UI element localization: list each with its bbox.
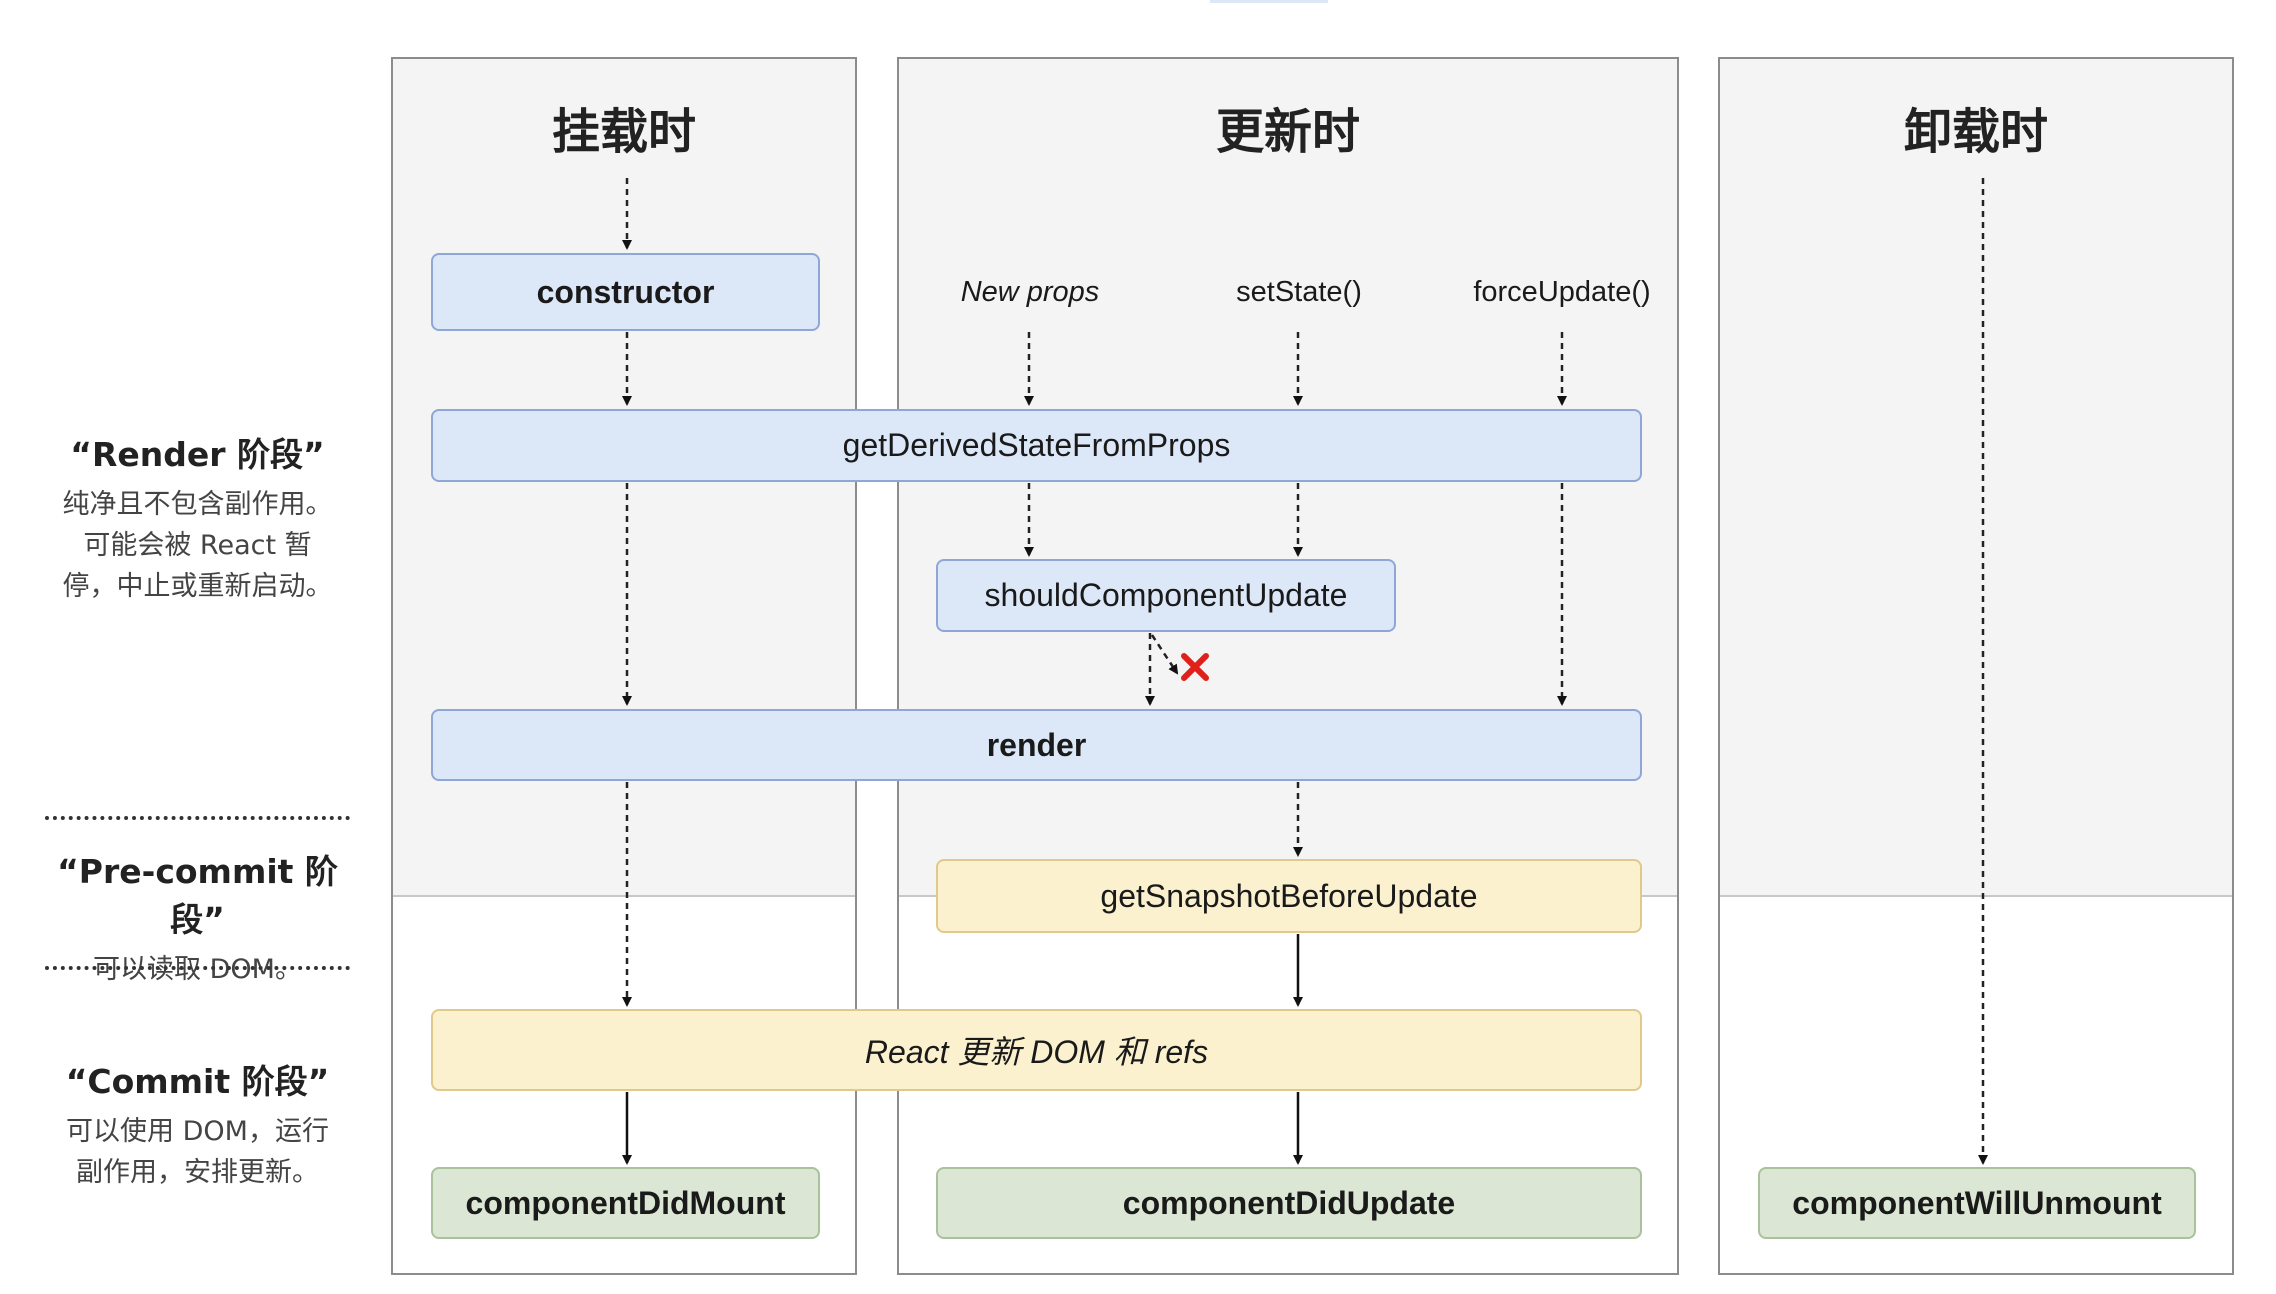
render-area: [1720, 59, 2232, 897]
column-title-mount: 挂载时: [551, 104, 696, 160]
trigger-force-update: forceUpdate(): [1473, 276, 1651, 308]
component-did-mount-box: componentDidMount: [431, 1167, 820, 1239]
trigger-new-props: New props: [960, 276, 1100, 308]
phase-separator: [45, 816, 350, 820]
column-unmount: [1718, 57, 2234, 1275]
render-box: render: [431, 709, 1642, 781]
component-did-update-box: componentDidUpdate: [936, 1167, 1642, 1239]
constructor-box: constructor: [431, 253, 820, 331]
phase-commit-desc-line: 可以使用 DOM，运行: [66, 1116, 329, 1147]
phase-precommit-title: “Pre-commit 阶段”: [57, 852, 338, 939]
phase-render-desc-line: 纯净且不包含副作用。: [62, 489, 333, 520]
phase-commit-desc-line: 副作用，安排更新。: [76, 1157, 319, 1188]
top-edge-fragment: [1210, 0, 1328, 3]
trigger-set-state: setState(): [1236, 276, 1362, 308]
cancel-x-icon: [1181, 653, 1209, 681]
get-derived-state-from-props-box: getDerivedStateFromProps: [431, 409, 1642, 482]
column-title-unmount: 卸载时: [1903, 104, 2048, 160]
phase-render: “Render 阶段” 纯净且不包含副作用。 可能会被 React 暂 停，中止…: [30, 428, 365, 607]
get-snapshot-before-update-box: getSnapshotBeforeUpdate: [936, 859, 1642, 933]
column-title-update: 更新时: [1215, 104, 1360, 160]
phase-separator: [45, 966, 350, 970]
phase-commit-desc: 可以使用 DOM，运行 副作用，安排更新。: [30, 1111, 365, 1193]
phase-commit-title: “Commit 阶段”: [65, 1062, 330, 1101]
phase-commit: “Commit 阶段” 可以使用 DOM，运行 副作用，安排更新。: [30, 1055, 365, 1193]
react-updates-dom-box: React 更新 DOM 和 refs: [431, 1009, 1642, 1091]
phase-render-desc: 纯净且不包含副作用。 可能会被 React 暂 停，中止或重新启动。: [30, 484, 365, 607]
component-will-unmount-box: componentWillUnmount: [1758, 1167, 2196, 1239]
phase-render-title: “Render 阶段”: [70, 435, 325, 474]
should-component-update-box: shouldComponentUpdate: [936, 559, 1396, 632]
arrow-scu-cancel: [1150, 634, 1179, 675]
phase-render-desc-line: 可能会被 React 暂: [83, 530, 312, 561]
phase-render-desc-line: 停，中止或重新启动。: [62, 571, 333, 602]
